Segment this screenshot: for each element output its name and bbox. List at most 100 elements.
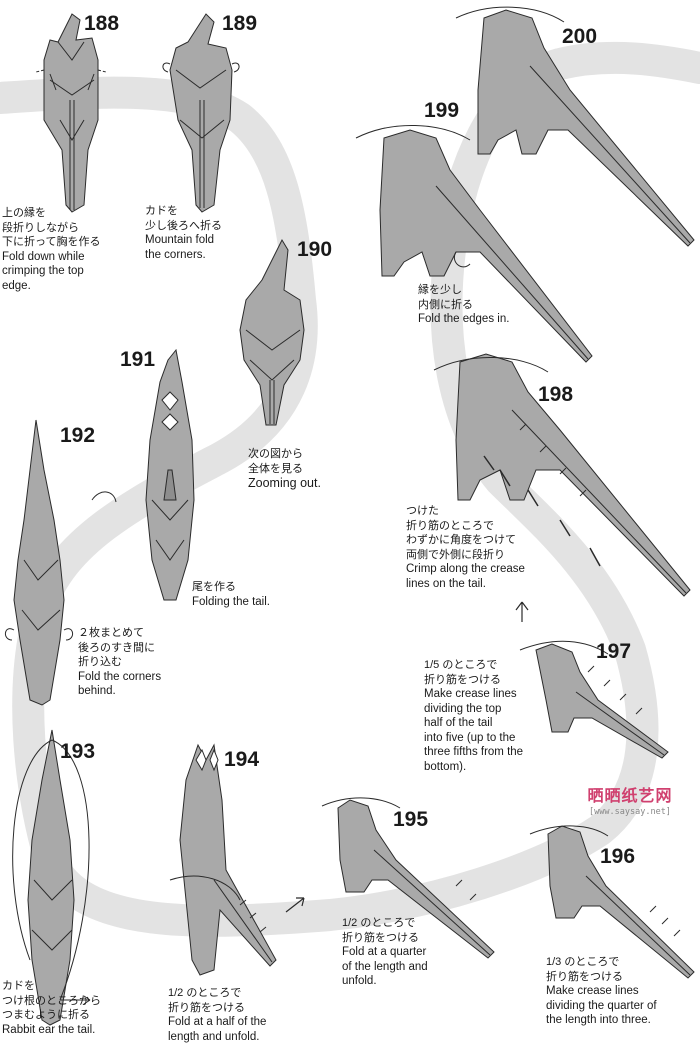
rabbit-ear-arrow-icon (60, 995, 91, 1005)
caption-197-en-6: bottom). (424, 760, 467, 773)
step-191-figure (145, 348, 195, 601)
step-200-figure (455, 6, 695, 247)
caption-190-en-1: Zooming out. (248, 476, 321, 490)
caption-196-en-3: the length into three. (546, 1014, 651, 1026)
caption-198-jp-1: つけた (406, 505, 439, 517)
caption-189: カドを 少し後ろへ折る Mountain fold the corners. (145, 204, 222, 262)
step-number-196: 196 (600, 845, 636, 868)
caption-195: 1/2 のところで 折り筋をつける Fold at a quarter of t… (342, 916, 428, 989)
caption-192-en-2: behind. (78, 685, 116, 697)
step-188-figure (35, 13, 107, 213)
step-number-195: 195 (393, 808, 429, 831)
caption-188-en-1: Fold down while (2, 250, 85, 263)
caption-193: カドを つけ根のところから つまむように折る Rabbit ear the ta… (2, 979, 101, 1037)
step-190-figure (239, 238, 305, 426)
caption-197-en-5: three fifths from the (424, 746, 524, 758)
caption-191-en-1: Folding the tail. (192, 595, 270, 608)
caption-188-jp-3: 下に折って胸を作る (2, 236, 101, 248)
caption-195-en-2: of the length and (342, 960, 428, 973)
caption-198-en-1: Crimp along the crease (406, 563, 525, 575)
step-number-193: 193 (60, 740, 96, 763)
caption-197-jp-2: 折り筋をつける (424, 673, 501, 686)
caption-195-en-1: Fold at a quarter (342, 946, 427, 958)
caption-189-en-2: the corners. (145, 248, 206, 261)
step-number-198: 198 (538, 383, 574, 406)
step-number-189: 189 (222, 12, 258, 35)
watermark: 晒晒纸艺网 [www.saysay.net] (577, 782, 683, 817)
caption-197-en-3: half of the tail (424, 717, 493, 729)
step-192-figure (5, 419, 117, 706)
step-195-figure (321, 797, 495, 959)
step-number-197: 197 (596, 640, 632, 663)
caption-198-en-2: lines on the tail. (406, 577, 486, 590)
caption-188-jp-2: 段折りしながら (2, 221, 79, 234)
caption-197-en-4: into five (up to the (424, 731, 516, 744)
caption-199: 縁を少し 内側に折る Fold the edges in. (418, 283, 509, 327)
caption-188-en-2: crimping the top (2, 265, 84, 277)
caption-192-jp-2: 後ろのすき間に (78, 641, 155, 654)
caption-197-en-2: dividing the top (424, 702, 502, 715)
caption-198-jp-4: 両側で外側に段折り (406, 548, 505, 561)
caption-195-en-3: unfold. (342, 975, 377, 987)
step-198-figure (433, 353, 691, 597)
caption-192-en-1: Fold the corners (78, 670, 162, 683)
caption-199-jp-2: 内側に折る (418, 298, 473, 311)
caption-193-jp-2: つけ根のところから (2, 994, 101, 1007)
step-number-190: 190 (297, 238, 333, 261)
watermark-url: [www.saysay.net] (589, 807, 671, 817)
step-189-figure (162, 13, 240, 213)
caption-191: 尾を作る Folding the tail. (192, 580, 270, 609)
caption-194-jp-2: 折り筋をつける (168, 1001, 245, 1014)
step-number-191: 191 (120, 348, 156, 371)
caption-196-jp-1: 1/3 のところで (546, 956, 620, 968)
step-number-199: 199 (424, 99, 460, 122)
caption-194-jp-1: 1/2 のところで (168, 987, 242, 999)
caption-190-jp-1: 次の図から (248, 448, 303, 460)
caption-199-en-1: Fold the edges in. (418, 313, 510, 325)
caption-198-jp-2: 折り筋のところで (406, 519, 494, 532)
caption-194-en-1: Fold at a half of the (168, 1016, 267, 1028)
caption-193-en-1: Rabbit ear the tail. (2, 1023, 96, 1036)
caption-192-jp-3: 折り込む (78, 656, 122, 668)
caption-193-jp-1: カドを (2, 980, 35, 992)
step-199-figure (355, 125, 593, 363)
caption-189-jp-2: 少し後ろへ折る (145, 219, 222, 232)
arrow-to-195-icon (285, 897, 305, 913)
step-194-figure (169, 743, 277, 976)
caption-198: つけた 折り筋のところで わずかに角度をつけて 両側で外側に段折り Crimp … (406, 504, 525, 591)
step-196-figure (529, 825, 695, 979)
caption-188-jp-1: 上の縁を (2, 207, 46, 219)
step-197-figure (519, 640, 669, 759)
arrow-to-198-icon (515, 601, 529, 622)
caption-198-jp-3: わずかに角度をつけて (406, 534, 516, 546)
caption-196-jp-2: 折り筋をつける (546, 970, 623, 983)
caption-190: 次の図から 全体を見る Zooming out. (248, 447, 321, 491)
caption-197-en-1: Make crease lines (424, 688, 517, 700)
caption-195-jp-2: 折り筋をつける (342, 931, 419, 944)
caption-197: 1/5 のところで 折り筋をつける Make crease lines divi… (424, 658, 523, 774)
caption-196-en-2: dividing the quarter of (546, 999, 657, 1012)
caption-199-jp-1: 縁を少し (418, 284, 462, 296)
caption-190-jp-2: 全体を見る (248, 462, 303, 475)
caption-192: ２枚まとめて 後ろのすき間に 折り込む Fold the corners beh… (78, 626, 161, 699)
step-193-figure (12, 729, 90, 1026)
caption-192-jp-1: ２枚まとめて (78, 627, 144, 639)
caption-188: 上の縁を 段折りしながら 下に折って胸を作る Fold down while c… (2, 206, 100, 293)
caption-188-en-3: edge. (2, 279, 31, 292)
caption-196-en-1: Make crease lines (546, 985, 639, 997)
caption-189-en-1: Mountain fold (145, 234, 215, 246)
caption-194: 1/2 のところで 折り筋をつける Fold at a half of the … (168, 986, 266, 1044)
caption-196: 1/3 のところで 折り筋をつける Make crease lines divi… (546, 955, 657, 1028)
step-number-188: 188 (84, 12, 120, 35)
caption-193-jp-3: つまむように折る (2, 1009, 90, 1021)
step-number-200: 200 (562, 25, 598, 48)
caption-194-en-2: length and unfold. (168, 1030, 260, 1043)
watermark-title: 晒晒纸艺网 (587, 786, 673, 805)
step-number-194: 194 (224, 748, 260, 771)
caption-195-jp-1: 1/2 のところで (342, 917, 416, 929)
step-number-192: 192 (60, 424, 96, 447)
caption-191-jp-1: 尾を作る (192, 581, 236, 593)
caption-189-jp-1: カドを (145, 205, 178, 217)
caption-197-jp-1: 1/5 のところで (424, 659, 498, 671)
